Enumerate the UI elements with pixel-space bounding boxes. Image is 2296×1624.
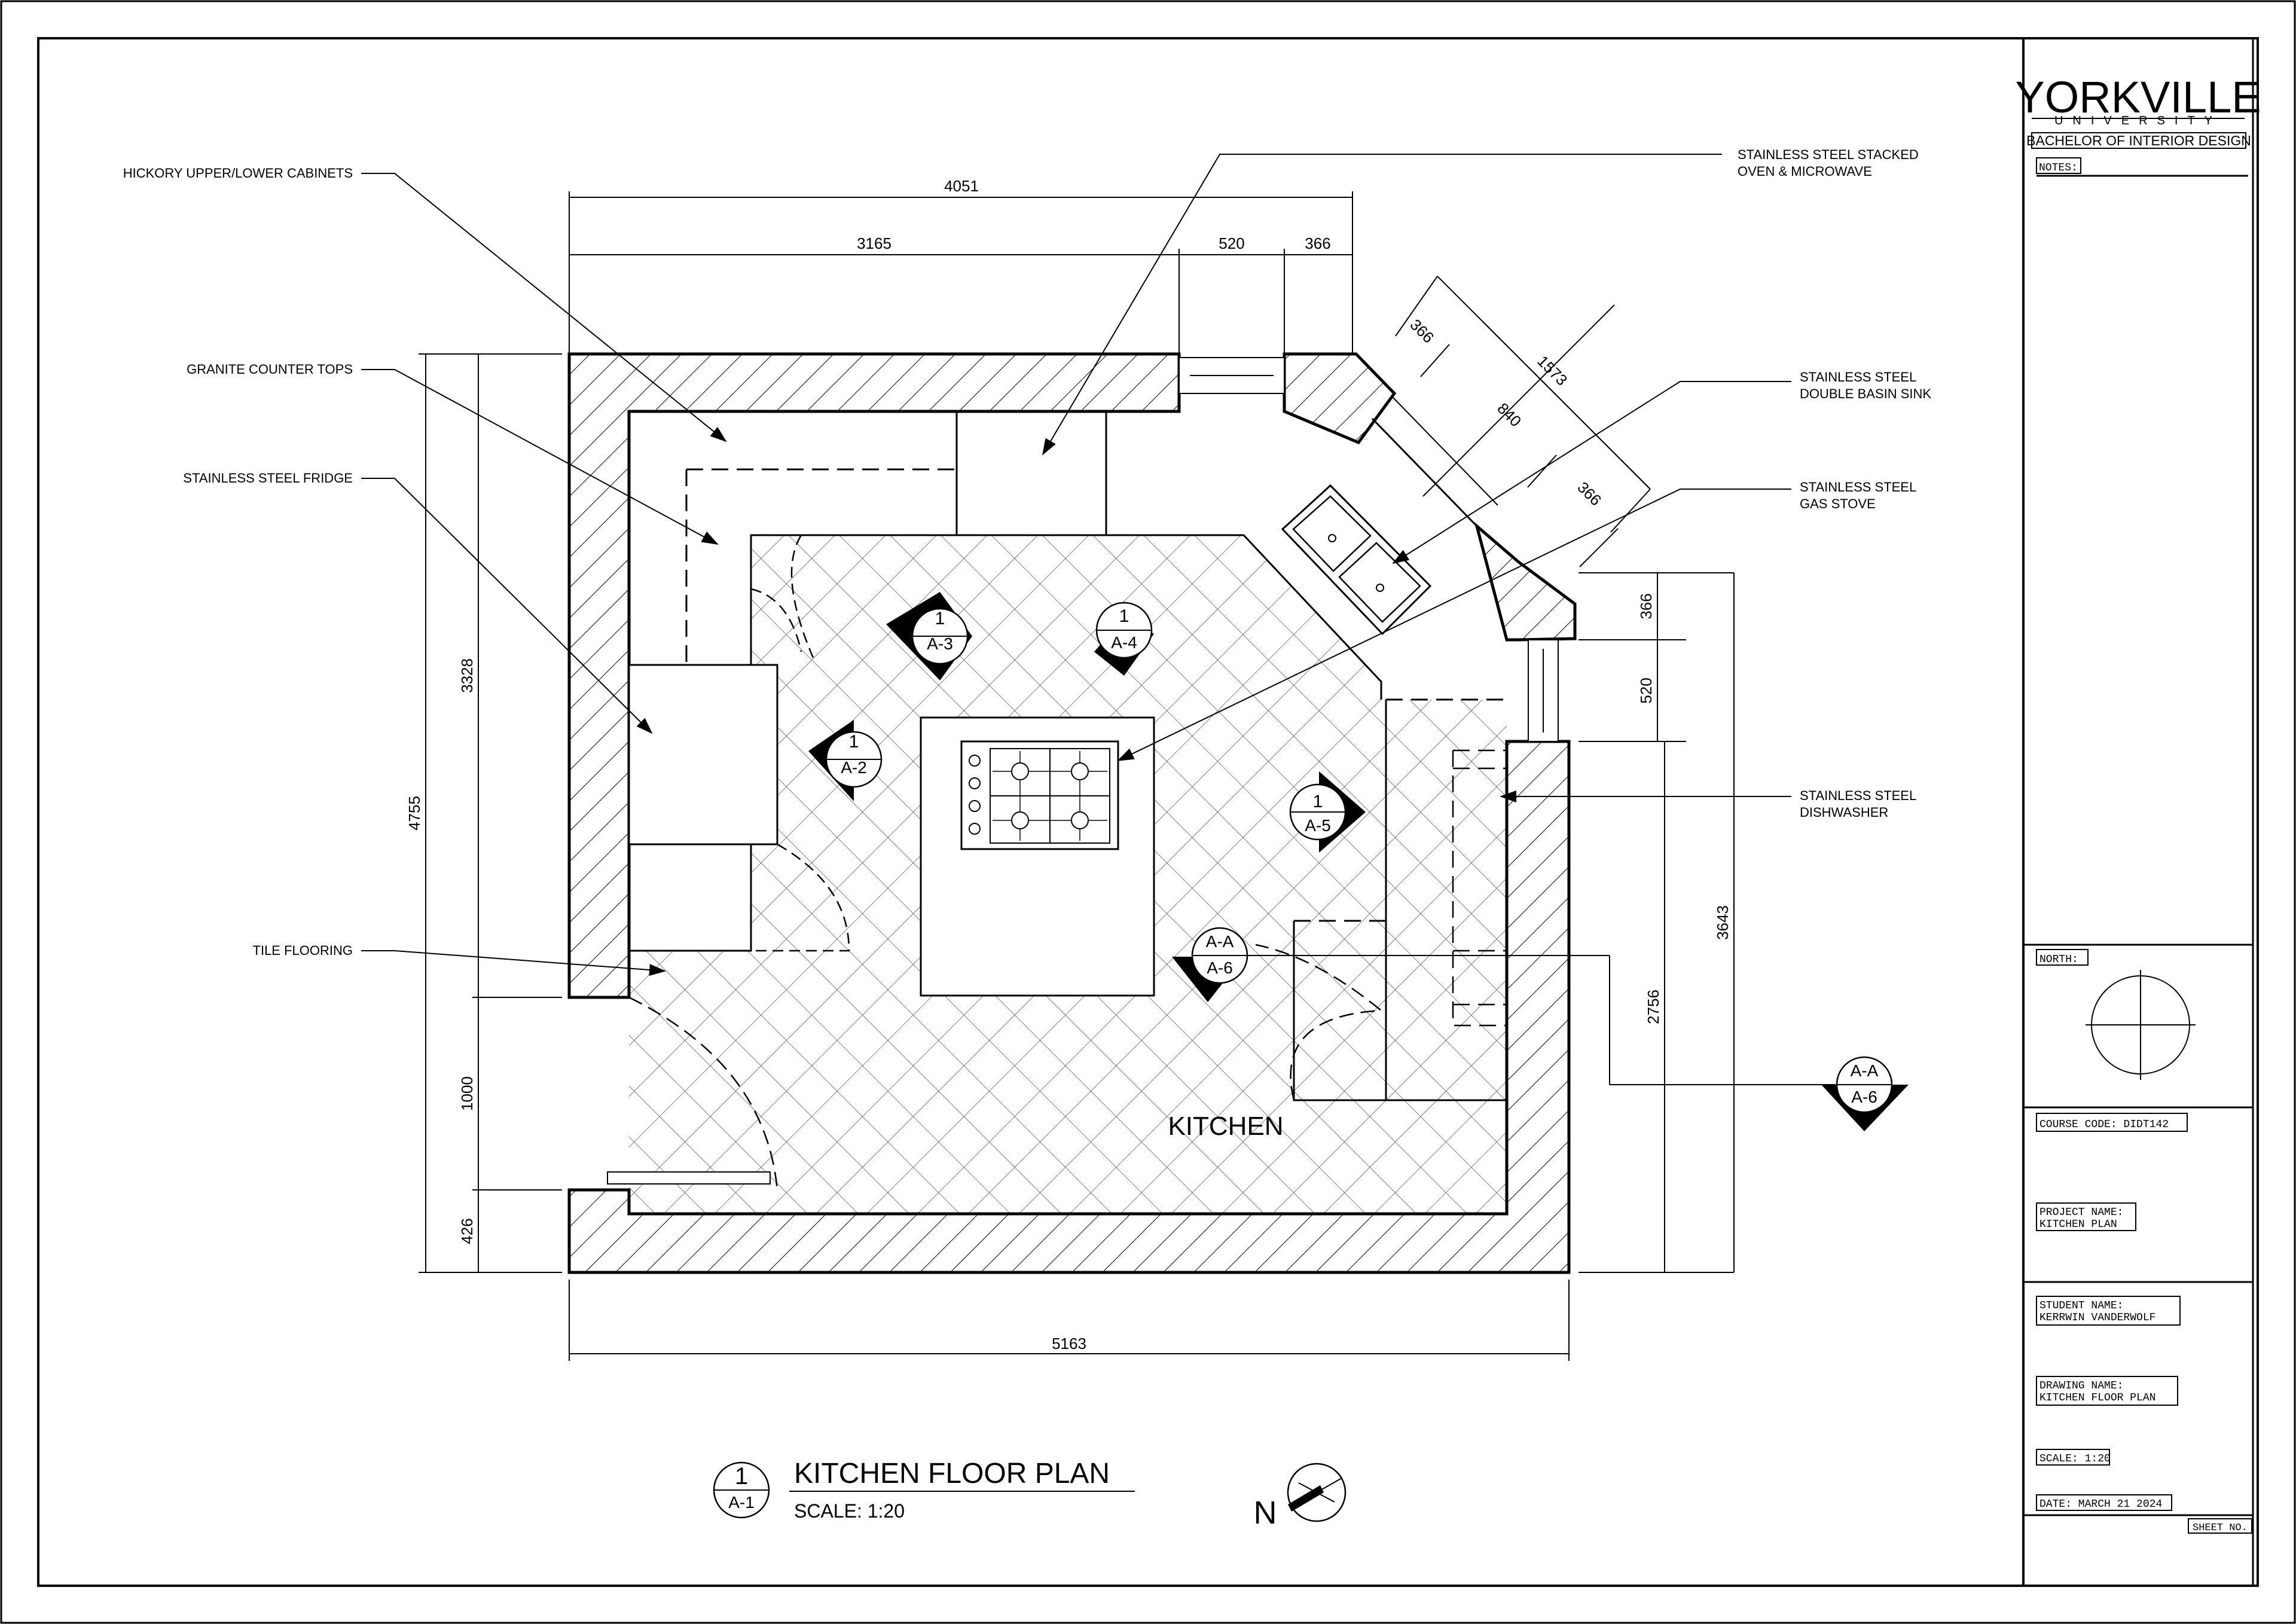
north-arrow: N bbox=[1254, 1463, 1347, 1531]
callout-sink-2: DOUBLE BASIN SINK bbox=[1800, 386, 1931, 401]
callout-stove-2: GAS STOVE bbox=[1800, 496, 1876, 511]
title-block: YORKVILLE UNIVERSITY BACHELOR OF INTERIO… bbox=[2015, 38, 2261, 1586]
callout-sink-1: STAINLESS STEEL bbox=[1800, 370, 1916, 384]
student-label: STUDENT NAME: bbox=[2039, 1300, 2123, 1312]
north-label: NORTH: bbox=[2039, 954, 2078, 966]
scale-label: SCALE: 1:20 bbox=[2039, 1453, 2111, 1465]
callout-leaders bbox=[361, 154, 1791, 976]
student-value: KERRWIN VANDERWOLF bbox=[2039, 1312, 2155, 1324]
dim-520-top: 520 bbox=[1219, 234, 1244, 252]
dim-1573: 1573 bbox=[1534, 352, 1571, 389]
callout-tile: TILE FLOORING bbox=[253, 943, 353, 958]
date-label: DATE: MARCH 21 2024 bbox=[2039, 1498, 2162, 1510]
dim-5163: 5163 bbox=[1052, 1335, 1086, 1353]
svg-text:1: 1 bbox=[849, 732, 859, 752]
dim-3165: 3165 bbox=[857, 234, 891, 252]
svg-text:A-A: A-A bbox=[1206, 932, 1234, 951]
counters bbox=[629, 410, 1507, 1101]
svg-text:A-5: A-5 bbox=[1305, 816, 1331, 835]
dim-426: 426 bbox=[458, 1218, 476, 1244]
north-letter: N bbox=[1254, 1495, 1277, 1531]
dim-3328: 3328 bbox=[458, 658, 476, 693]
plan-number: 1 bbox=[735, 1463, 748, 1489]
callouts: HICKORY UPPER/LOWER CABINETS GRANITE COU… bbox=[123, 147, 1932, 958]
door-swings bbox=[628, 944, 1384, 1190]
section-marker-aa-outside: A-A A-6 bbox=[1821, 1056, 1909, 1131]
island-gas-stove bbox=[920, 716, 1155, 997]
section-marker-a2: 1 A-2 bbox=[808, 720, 883, 801]
dim-1000: 1000 bbox=[458, 1076, 476, 1111]
section-marker-aa-inside: A-A A-6 bbox=[1172, 927, 1836, 1085]
drawing-label: DRAWING NAME: bbox=[2039, 1380, 2123, 1392]
plan-title-text: KITCHEN FLOOR PLAN bbox=[794, 1458, 1110, 1489]
dim-366-diag-a: 366 bbox=[1406, 316, 1437, 347]
plan-title: 1 A-1 KITCHEN FLOOR PLAN SCALE: 1:20 bbox=[713, 1458, 1135, 1522]
callout-oven-1: STAINLESS STEEL STACKED bbox=[1738, 147, 1919, 162]
university-sub: UNIVERSITY bbox=[2054, 114, 2222, 127]
svg-text:A-4: A-4 bbox=[1111, 633, 1137, 652]
windows bbox=[607, 357, 1559, 1185]
callout-counters: GRANITE COUNTER TOPS bbox=[187, 362, 353, 377]
callout-dish-1: STAINLESS STEEL bbox=[1800, 788, 1916, 803]
svg-text:A-A: A-A bbox=[1851, 1061, 1879, 1080]
svg-text:1: 1 bbox=[1313, 792, 1323, 811]
north-symbol bbox=[2086, 970, 2196, 1080]
sheet-no-label: SHEET NO. bbox=[2193, 1522, 2248, 1534]
dim-366-top: 366 bbox=[1305, 234, 1330, 252]
dimension-lines bbox=[419, 191, 1735, 1361]
project-value: KITCHEN PLAN bbox=[2039, 1219, 2117, 1231]
callout-dish-2: DISHWASHER bbox=[1800, 805, 1888, 820]
callout-fridge: STAINLESS STEEL FRIDGE bbox=[183, 471, 353, 486]
dim-366-diag-b: 366 bbox=[1574, 478, 1605, 509]
callout-stove-1: STAINLESS STEEL bbox=[1800, 480, 1916, 494]
callout-oven-2: OVEN & MICROWAVE bbox=[1738, 164, 1872, 179]
university-logo: YORKVILLE bbox=[2015, 72, 2261, 122]
svg-text:A-6: A-6 bbox=[1851, 1088, 1877, 1106]
program-name: BACHELOR OF INTERIOR DESIGN bbox=[2026, 133, 2251, 148]
section-marker-a3: 1 A-3 bbox=[886, 592, 972, 680]
drawing-frame bbox=[37, 37, 2259, 1587]
project-label: PROJECT NAME: bbox=[2039, 1207, 2123, 1219]
svg-text:1: 1 bbox=[1119, 606, 1129, 626]
section-marker-a4: 1 A-4 bbox=[1094, 602, 1154, 676]
dim-840: 840 bbox=[1494, 399, 1525, 431]
notes-label: NOTES: bbox=[2039, 162, 2078, 174]
drawing-value: KITCHEN FLOOR PLAN bbox=[2039, 1392, 2155, 1404]
svg-text:A-3: A-3 bbox=[927, 634, 953, 653]
oven-microwave bbox=[955, 410, 1107, 536]
svg-text:A-2: A-2 bbox=[841, 758, 867, 777]
callout-cabinets: HICKORY UPPER/LOWER CABINETS bbox=[123, 166, 353, 181]
course-code: COURSE CODE: DIDT142 bbox=[2039, 1119, 2169, 1131]
plan-scale: SCALE: 1:20 bbox=[794, 1500, 905, 1522]
double-basin-sink bbox=[1281, 484, 1432, 636]
svg-text:1: 1 bbox=[935, 609, 945, 628]
svg-text:A-6: A-6 bbox=[1207, 958, 1233, 977]
dim-3643: 3643 bbox=[1714, 905, 1732, 940]
cabinet-door-swings bbox=[750, 534, 1507, 1027]
fridge bbox=[628, 664, 778, 845]
room-label: KITCHEN bbox=[1168, 1112, 1283, 1141]
section-marker-a5: 1 A-5 bbox=[1289, 771, 1366, 853]
plan-ref: A-1 bbox=[728, 1493, 755, 1512]
dim-520-right: 520 bbox=[1637, 677, 1655, 703]
dim-366-right: 366 bbox=[1637, 593, 1655, 619]
dim-2756: 2756 bbox=[1644, 990, 1662, 1024]
dim-4051: 4051 bbox=[944, 177, 979, 195]
dim-4755: 4755 bbox=[405, 796, 423, 831]
